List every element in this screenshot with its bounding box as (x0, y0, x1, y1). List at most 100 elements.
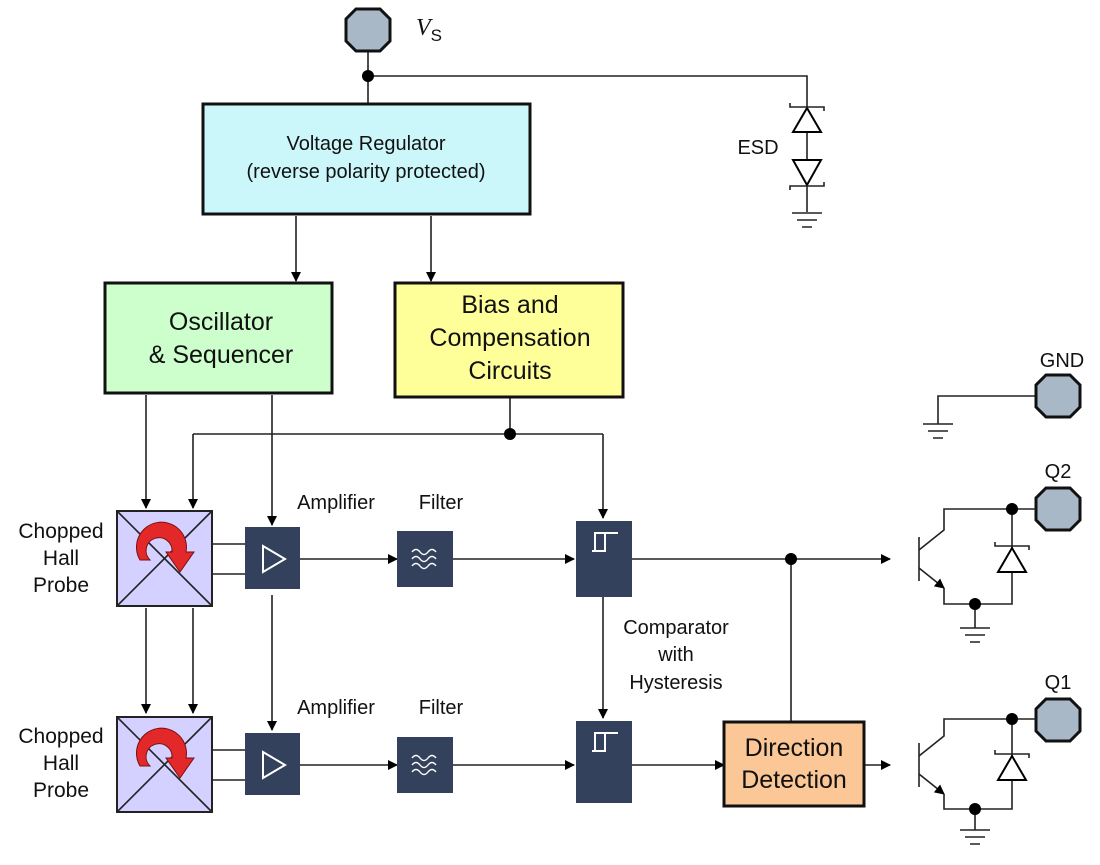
oscillator-line1: Oscillator (169, 308, 273, 336)
q1-emitter-ground-wire (943, 719, 1013, 810)
junction-comp1-out (785, 553, 797, 565)
pin-q1-pad (1034, 697, 1082, 743)
hall-probe-2-label-line3: Probe (33, 779, 89, 802)
q2-ground-icon (960, 627, 990, 643)
pin-vs-pad (344, 7, 392, 53)
filter-1-label: Filter (419, 492, 464, 514)
filter-2-wave-icon (411, 754, 437, 776)
q2-zener-bar (994, 542, 1030, 550)
comparator-label: Comparator with Hysteresis (623, 617, 729, 694)
voltage-regulator-title: Voltage Regulator (286, 133, 445, 155)
bias-box (393, 281, 625, 399)
direction-detection-box (722, 720, 866, 808)
q1-transistor-emitter (918, 773, 945, 795)
gnd-ground-icon (923, 423, 953, 439)
hall-probe-1-cross (116, 510, 213, 607)
pin-q2-label: Q2 (1045, 461, 1072, 483)
q2-junction-top (1006, 503, 1018, 515)
pin-gnd-label: GND (1040, 350, 1084, 372)
oscillator-box (103, 281, 334, 395)
voltage-regulator-subtitle: (reverse polarity protected) (247, 161, 486, 183)
bias-block: Bias and Compensation Circuits (393, 281, 625, 399)
q1-junction-bottom (969, 803, 981, 815)
hall-probe-2-label-line2: Hall (43, 752, 79, 775)
pin-vs-label: VS (416, 15, 442, 45)
hall-probe-1-label-line3: Probe (33, 574, 89, 597)
filter-1: Filter (397, 492, 464, 587)
esd-diode-upper-bar (789, 103, 825, 111)
output-stage-q2 (918, 503, 1036, 643)
oscillator-block: Oscillator & Sequencer (103, 281, 334, 395)
hall-probe-2-label-line1: Chopped (18, 725, 103, 748)
esd-ground-icon (792, 212, 822, 228)
hall-probe-1-label-line2: Hall (43, 547, 79, 570)
comparator-label-line2: with (657, 644, 694, 666)
output-stage-q1 (918, 713, 1036, 845)
comparator-1-hysteresis-icon (592, 532, 618, 552)
q1-ground-icon (960, 829, 990, 845)
q2-zener-diode-icon (996, 546, 1028, 573)
amplifier-2-triangle-icon (262, 750, 287, 780)
pin-gnd: GND (1034, 350, 1084, 419)
direction-detection-line2: Detection (741, 766, 847, 794)
pin-vs: VS (344, 7, 442, 53)
amplifier-1-label: Amplifier (297, 492, 375, 514)
hall-probe-2 (116, 716, 213, 813)
amplifier-1-triangle-icon (262, 544, 287, 574)
pin-q2-pad (1034, 486, 1082, 532)
pin-q2: Q2 (1034, 461, 1082, 532)
hall-probe-1-label-line1: Chopped (18, 520, 103, 543)
comparator-2-hysteresis-icon (592, 732, 618, 752)
direction-detection-block: Direction Detection (722, 720, 866, 808)
q2-transistor-emitter (918, 567, 945, 589)
amplifier-2-label: Amplifier (297, 697, 375, 719)
amplifier-1: Amplifier (245, 492, 375, 589)
hall-probe-1 (116, 510, 213, 607)
q1-zener-diode-icon (996, 754, 1028, 781)
voltage-regulator-block: Voltage Regulator (reverse polarity prot… (201, 102, 532, 216)
comparator-label-line1: Comparator (623, 617, 729, 639)
q2-junction-bottom (969, 598, 981, 610)
pin-gnd-pad (1034, 373, 1082, 419)
esd-diode-lower (791, 159, 823, 188)
direction-detection-line1: Direction (745, 734, 844, 762)
wire-vs-esd (368, 75, 808, 104)
bias-line1: Bias and (461, 291, 558, 319)
filter-1-wave-icon (411, 548, 437, 570)
comparator-label-line3: Hysteresis (629, 672, 722, 694)
q2-emitter-ground-wire (943, 509, 1013, 605)
filter-2-label: Filter (419, 697, 464, 719)
voltage-regulator-box (201, 102, 532, 216)
hall-probe-2-cross (116, 716, 213, 813)
esd-protection: ESD (737, 103, 825, 228)
amplifier-1-box (245, 527, 300, 589)
filter-2-box (397, 737, 453, 793)
esd-diode-lower-bar (789, 182, 825, 190)
pin-vs-subscript: S (431, 26, 442, 45)
comparator-1 (576, 521, 632, 597)
hall-probe-2-label: Chopped Hall Probe (18, 725, 103, 802)
q1-zener-bar (994, 750, 1030, 758)
q1-junction-top (1006, 713, 1018, 725)
junctions (362, 70, 797, 565)
hall-probe-1-rotation-arrow-icon (136, 521, 195, 573)
junction-bias (504, 428, 516, 440)
amplifier-2: Amplifier (245, 697, 375, 795)
q2-transistor-collector (918, 508, 1036, 551)
esd-diode-upper (791, 106, 823, 133)
hall-probe-2-rotation-arrow-icon (136, 727, 195, 779)
esd-label: ESD (737, 137, 778, 159)
bias-line2: Compensation (429, 324, 590, 352)
filter-1-box (397, 531, 453, 587)
amplifier-2-box (245, 733, 300, 795)
junction-vs (362, 70, 374, 82)
wire-gnd (937, 395, 1036, 424)
wires (141, 50, 1036, 781)
comparator-2 (576, 721, 632, 803)
bias-line3: Circuits (468, 357, 551, 385)
oscillator-line2: & Sequencer (149, 341, 294, 369)
pin-q1: Q1 (1034, 672, 1082, 743)
hall-probe-1-label: Chopped Hall Probe (18, 520, 103, 597)
q1-transistor-collector (918, 718, 1036, 757)
